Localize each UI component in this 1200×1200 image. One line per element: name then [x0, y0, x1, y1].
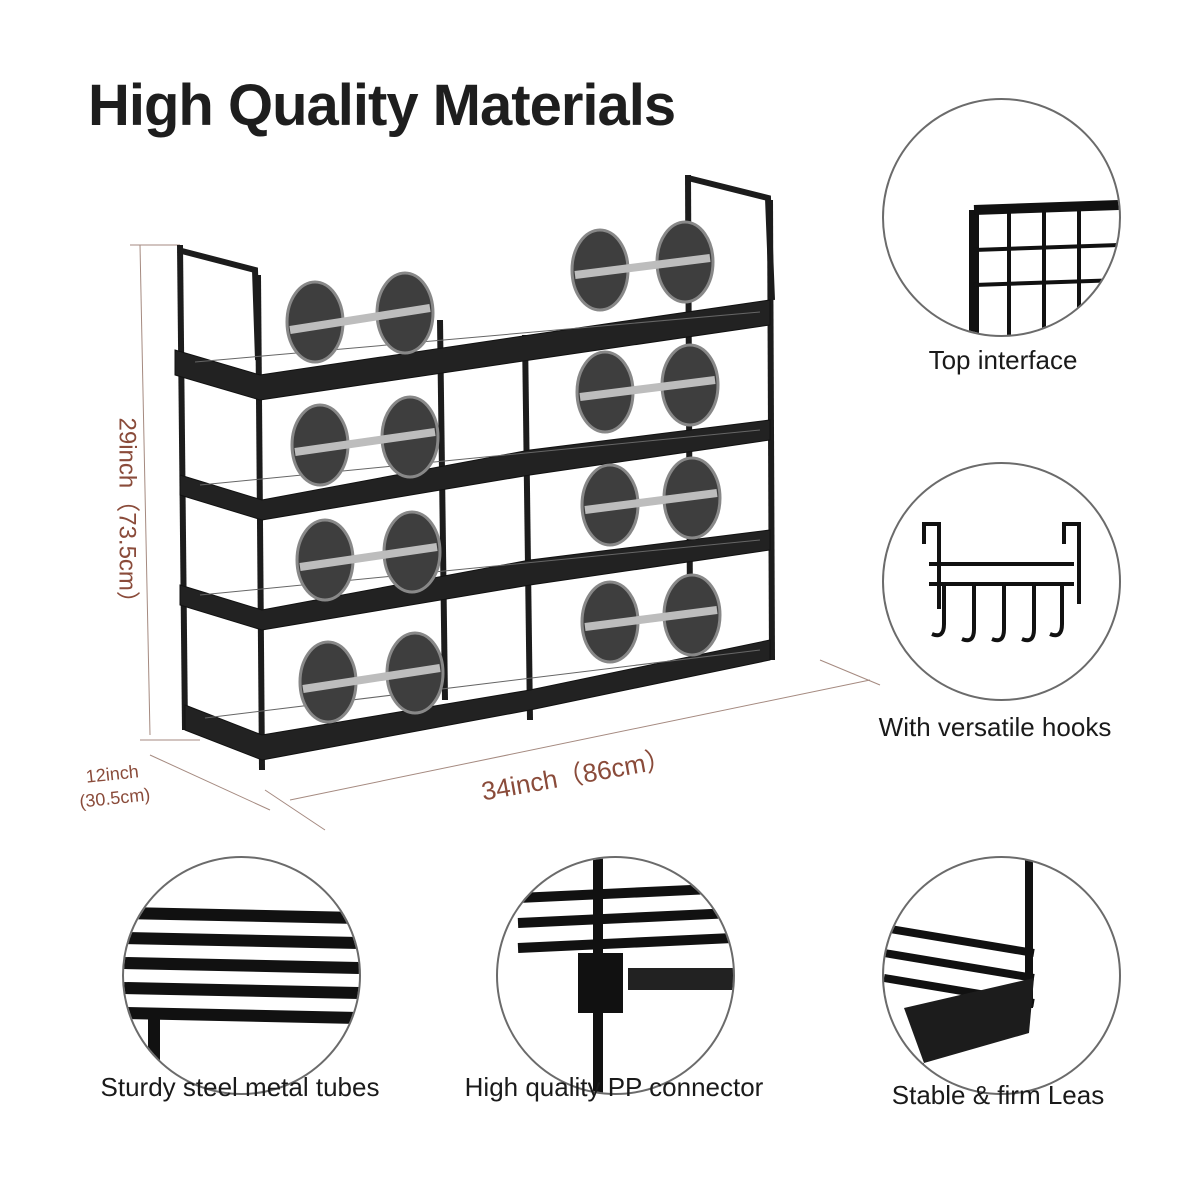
dumbbells [285, 220, 722, 724]
height-dimension-label: 29inch（73.5cm） [113, 417, 141, 615]
steel-tubes-detail [122, 856, 361, 1095]
dimension-lines [130, 244, 881, 831]
hooks-caption: With versatile hooks [878, 712, 1112, 742]
hooks-detail [882, 462, 1121, 701]
pp-connector-detail [496, 856, 735, 1095]
legs-caption: Stable & firm Leas [891, 1080, 1105, 1110]
shelves [174, 299, 771, 761]
shelf-slats [194, 311, 761, 719]
pp-connector-caption: High quality PP connector [464, 1072, 764, 1102]
depth-dimension-label: 12inch (30.5cm) [76, 758, 152, 813]
steel-tubes-caption: Sturdy steel metal tubes [100, 1072, 380, 1102]
page-title: High Quality Materials [88, 73, 676, 138]
top-interface-caption: Top interface [928, 345, 1078, 375]
top-interface-detail [882, 98, 1121, 337]
legs-detail [882, 856, 1121, 1095]
